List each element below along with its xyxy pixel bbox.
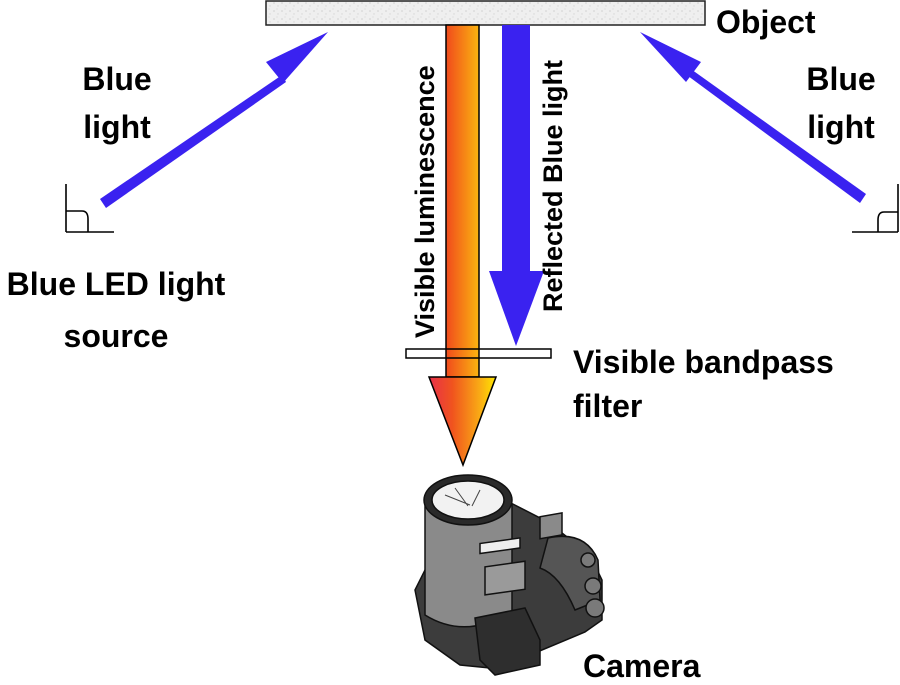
blue-light-label-right: Blue light (796, 60, 886, 146)
bandpass-filter-label-line2: filter (573, 388, 643, 424)
blue-light-label-right-line2: light (807, 109, 875, 145)
blue-light-label-right-line1: Blue (806, 61, 876, 97)
camera-label: Camera (583, 647, 700, 685)
led-source-label-line2: source (63, 318, 169, 354)
bandpass-filter-label: Visible bandpass filter (573, 343, 834, 425)
object-label-text: Object (716, 4, 816, 40)
blue-light-arrow-right (640, 32, 866, 203)
led-source-label-line1: Blue LED light (6, 266, 226, 302)
camera-label-text: Camera (583, 648, 701, 684)
bandpass-filter-label-line1: Visible bandpass (573, 344, 834, 380)
led-source-label: Blue LED light source (0, 265, 232, 355)
visible-luminescence-arrow (427, 24, 498, 468)
blue-light-label-left: Blue light (72, 60, 162, 146)
camera-icon (414, 474, 605, 676)
blue-light-arrow-left (100, 32, 328, 208)
object-plate (265, 0, 706, 26)
blue-light-label-left-line1: Blue (82, 61, 152, 97)
visible-luminescence-label: Visible luminescence (410, 65, 440, 338)
bandpass-filter (405, 348, 552, 359)
reflected-blue-light-label: Reflected Blue light (538, 59, 568, 312)
led-source-icon-right (852, 184, 899, 233)
object-label: Object (716, 3, 816, 41)
blue-light-label-left-line2: light (83, 109, 151, 145)
reflected-blue-light-arrow (489, 25, 544, 346)
led-source-icon-left (65, 184, 114, 233)
